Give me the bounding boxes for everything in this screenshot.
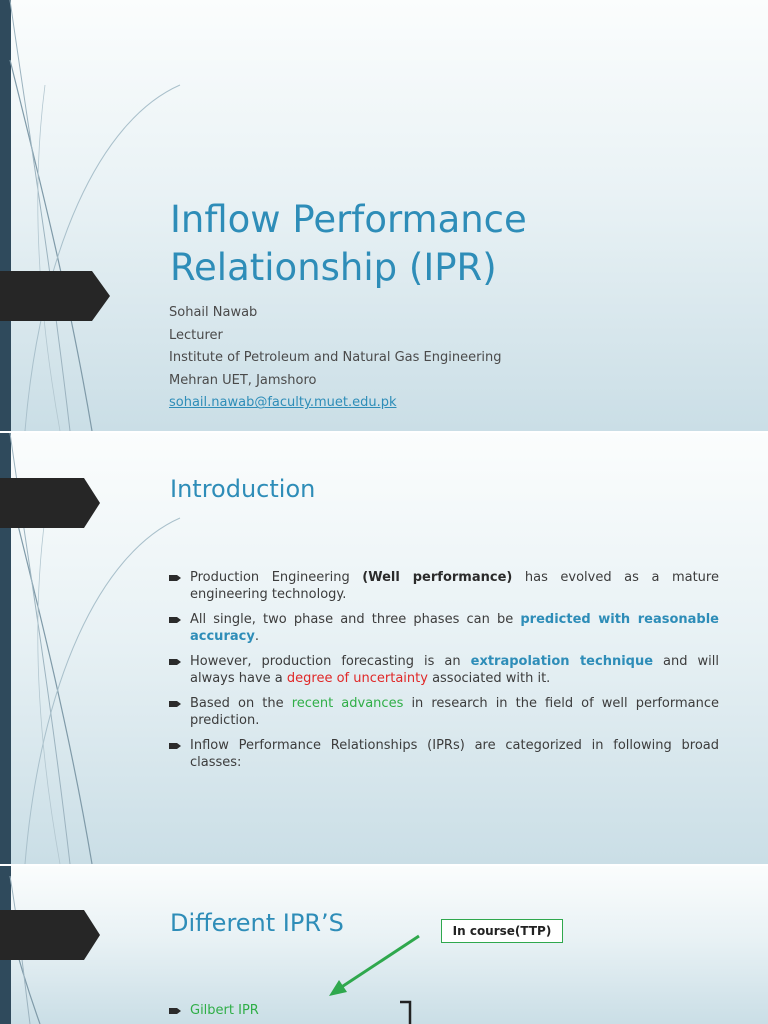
bullet-text: .	[254, 628, 259, 644]
slide-tab-marker	[0, 910, 100, 960]
list-item: Production Engineering (Well performance…	[169, 570, 719, 603]
list-item: Gilbert IPR	[169, 1003, 259, 1018]
slide-sidebar	[0, 0, 11, 431]
presenter-email-link[interactable]: sohail.nawab@faculty.muet.edu.pk	[169, 395, 397, 411]
bullet-emphasis: (Well performance)	[362, 570, 513, 585]
bullet-emphasis-green: recent advances	[291, 696, 404, 711]
bullet-text: Inflow Performance Relationships (IPRs) …	[190, 738, 719, 770]
presenter-name: Sohail Nawab	[169, 305, 258, 320]
bullet-text: and will always have a	[190, 654, 719, 686]
bullet-emphasis-red: degree of uncertainty	[286, 670, 428, 686]
slide-introduction	[0, 433, 768, 864]
slide-title: Inflow Performance Relationship (IPR) So…	[0, 0, 768, 431]
arrow-bullet-icon	[169, 575, 181, 581]
bullet-text: has evolved as a mature engineering tech…	[190, 570, 719, 602]
bullet-text: All single, two phase and three phases c…	[190, 612, 521, 627]
arrow-bullet-icon	[169, 1008, 181, 1014]
slide-different-iprs	[0, 866, 768, 1024]
swoosh-decoration	[9, 0, 181, 431]
bullet-emphasis: extrapolation technique	[470, 654, 654, 669]
list-item: Inflow Performance Relationships (IPRs) …	[169, 738, 719, 771]
arrow-bullet-icon	[169, 743, 181, 749]
bullet-emphasis: predicted with reasonable accuracy	[190, 612, 719, 644]
slide-title-text: Inflow Performance Relationship (IPR)	[170, 198, 527, 289]
course-note-box: In course(TTP)	[441, 919, 563, 943]
ipr-list: Gilbert IPR	[169, 1003, 259, 1018]
arrow-bullet-icon	[169, 617, 181, 623]
bullet-text: associated with it.	[427, 670, 551, 686]
bullet-text: Production Engineering	[190, 570, 363, 585]
pointer-arrow-icon	[329, 934, 420, 996]
bullet-text: in research in the field of well perform…	[190, 696, 719, 728]
bullet-text: Based on the	[190, 696, 292, 711]
bullet-text: However, production forecasting is an	[190, 654, 471, 669]
slide-heading-introduction: Introduction	[170, 475, 316, 503]
slide-heading-different-iprs: Different IPR’S	[170, 909, 344, 937]
presenter-info: Sohail Nawab Lecturer Institute of Petro…	[169, 302, 502, 415]
slide-sidebar	[0, 433, 11, 864]
arrow-bullet-icon	[169, 659, 181, 665]
list-item: Based on the recent advances in research…	[169, 696, 719, 729]
presenter-institute: Institute of Petroleum and Natural Gas E…	[169, 350, 502, 366]
bracket-decoration	[400, 1000, 412, 1024]
ipr-item-label: Gilbert IPR	[190, 1003, 259, 1018]
arrow-bullet-icon	[169, 701, 181, 707]
list-item: However, production forecasting is an ex…	[169, 654, 719, 687]
presenter-role: Lecturer	[169, 327, 223, 343]
introduction-bullet-list: Production Engineering (Well performance…	[169, 570, 719, 780]
slide-tab-marker	[0, 478, 100, 528]
presenter-university: Mehran UET, Jamshoro	[169, 372, 317, 388]
list-item: All single, two phase and three phases c…	[169, 612, 719, 645]
slide-tab-marker	[0, 271, 110, 321]
